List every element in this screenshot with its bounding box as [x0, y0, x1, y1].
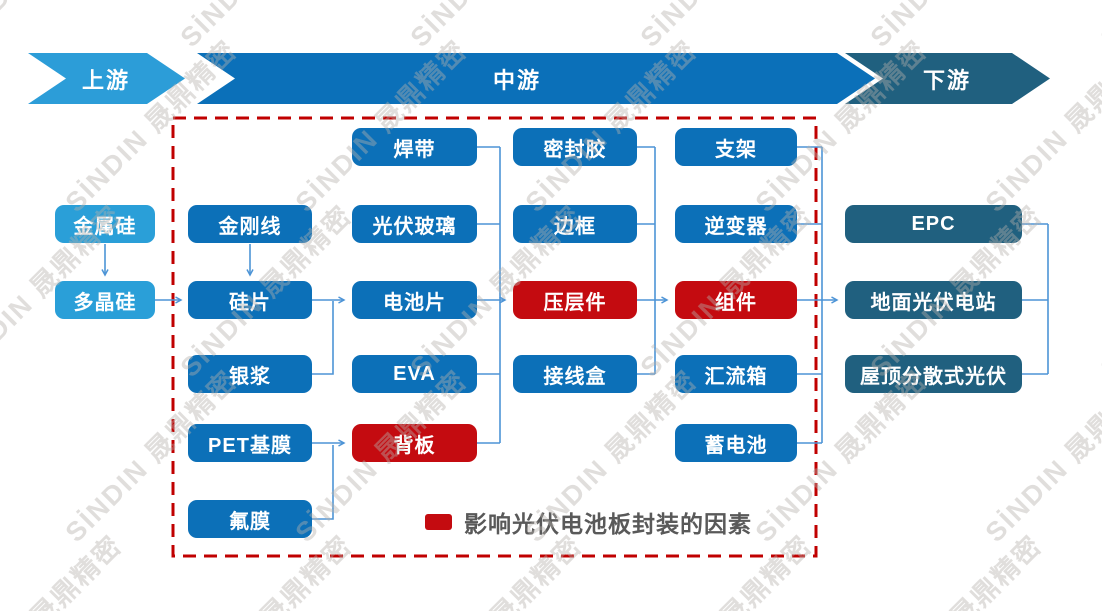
node-sealant: 密封胶 [513, 128, 637, 166]
node-junction-box: 接线盒 [513, 355, 637, 393]
node-ground-pv-station: 地面光伏电站 [845, 281, 1022, 319]
legend-label: 影响光伏电池板封装的因素 [464, 511, 752, 537]
node-frame: 边框 [513, 205, 637, 243]
connector-downstream-bracket [1022, 223, 1049, 375]
node-inverter: 逆变器 [675, 205, 797, 243]
node-pet-base-film: PET基膜 [188, 424, 312, 462]
connector-col3-bracket [637, 146, 656, 375]
node-pv-glass: 光伏玻璃 [352, 205, 477, 243]
legend-red-swatch [425, 514, 452, 530]
node-eva: EVA [352, 355, 477, 393]
node-silver-paste: 银浆 [188, 355, 312, 393]
upstream-banner-chevron [28, 53, 185, 104]
downstream-banner-label: 下游 [922, 68, 971, 93]
node-bracket: 支架 [675, 128, 797, 166]
connector-silverpaste-join [312, 301, 334, 375]
node-laminate: 压层件 [513, 281, 637, 319]
node-backsheet: 背板 [352, 424, 477, 462]
downstream-banner-chevron [845, 53, 1050, 104]
node-battery: 蓄电池 [675, 424, 797, 462]
node-solder-ribbon: 焊带 [352, 128, 477, 166]
connector-lines [101, 146, 1049, 520]
node-rooftop-distributed-pv: 屋顶分散式光伏 [845, 355, 1022, 393]
node-silicon-wafer: 硅片 [188, 281, 312, 319]
node-epc: EPC [845, 205, 1022, 243]
midstream-banner-label: 中游 [492, 68, 541, 93]
node-polysilicon: 多晶硅 [55, 281, 155, 319]
connector-fluorinefilm-join [312, 445, 334, 520]
legend: 影响光伏电池板封装的因素 [425, 505, 752, 539]
node-combiner-box: 汇流箱 [675, 355, 797, 393]
node-diamond-wire: 金刚线 [188, 205, 312, 243]
node-module: 组件 [675, 281, 797, 319]
midstream-dashed-boundary [171, 116, 818, 558]
midstream-banner-chevron [197, 53, 875, 104]
node-solar-cell: 电池片 [352, 281, 477, 319]
upstream-banner-label: 上游 [81, 68, 130, 93]
node-fluorine-film: 氟膜 [188, 500, 312, 538]
connector-col2-bracket [477, 146, 501, 444]
connector-col4-bracket [797, 146, 823, 444]
node-metal-silicon: 金属硅 [55, 205, 155, 243]
